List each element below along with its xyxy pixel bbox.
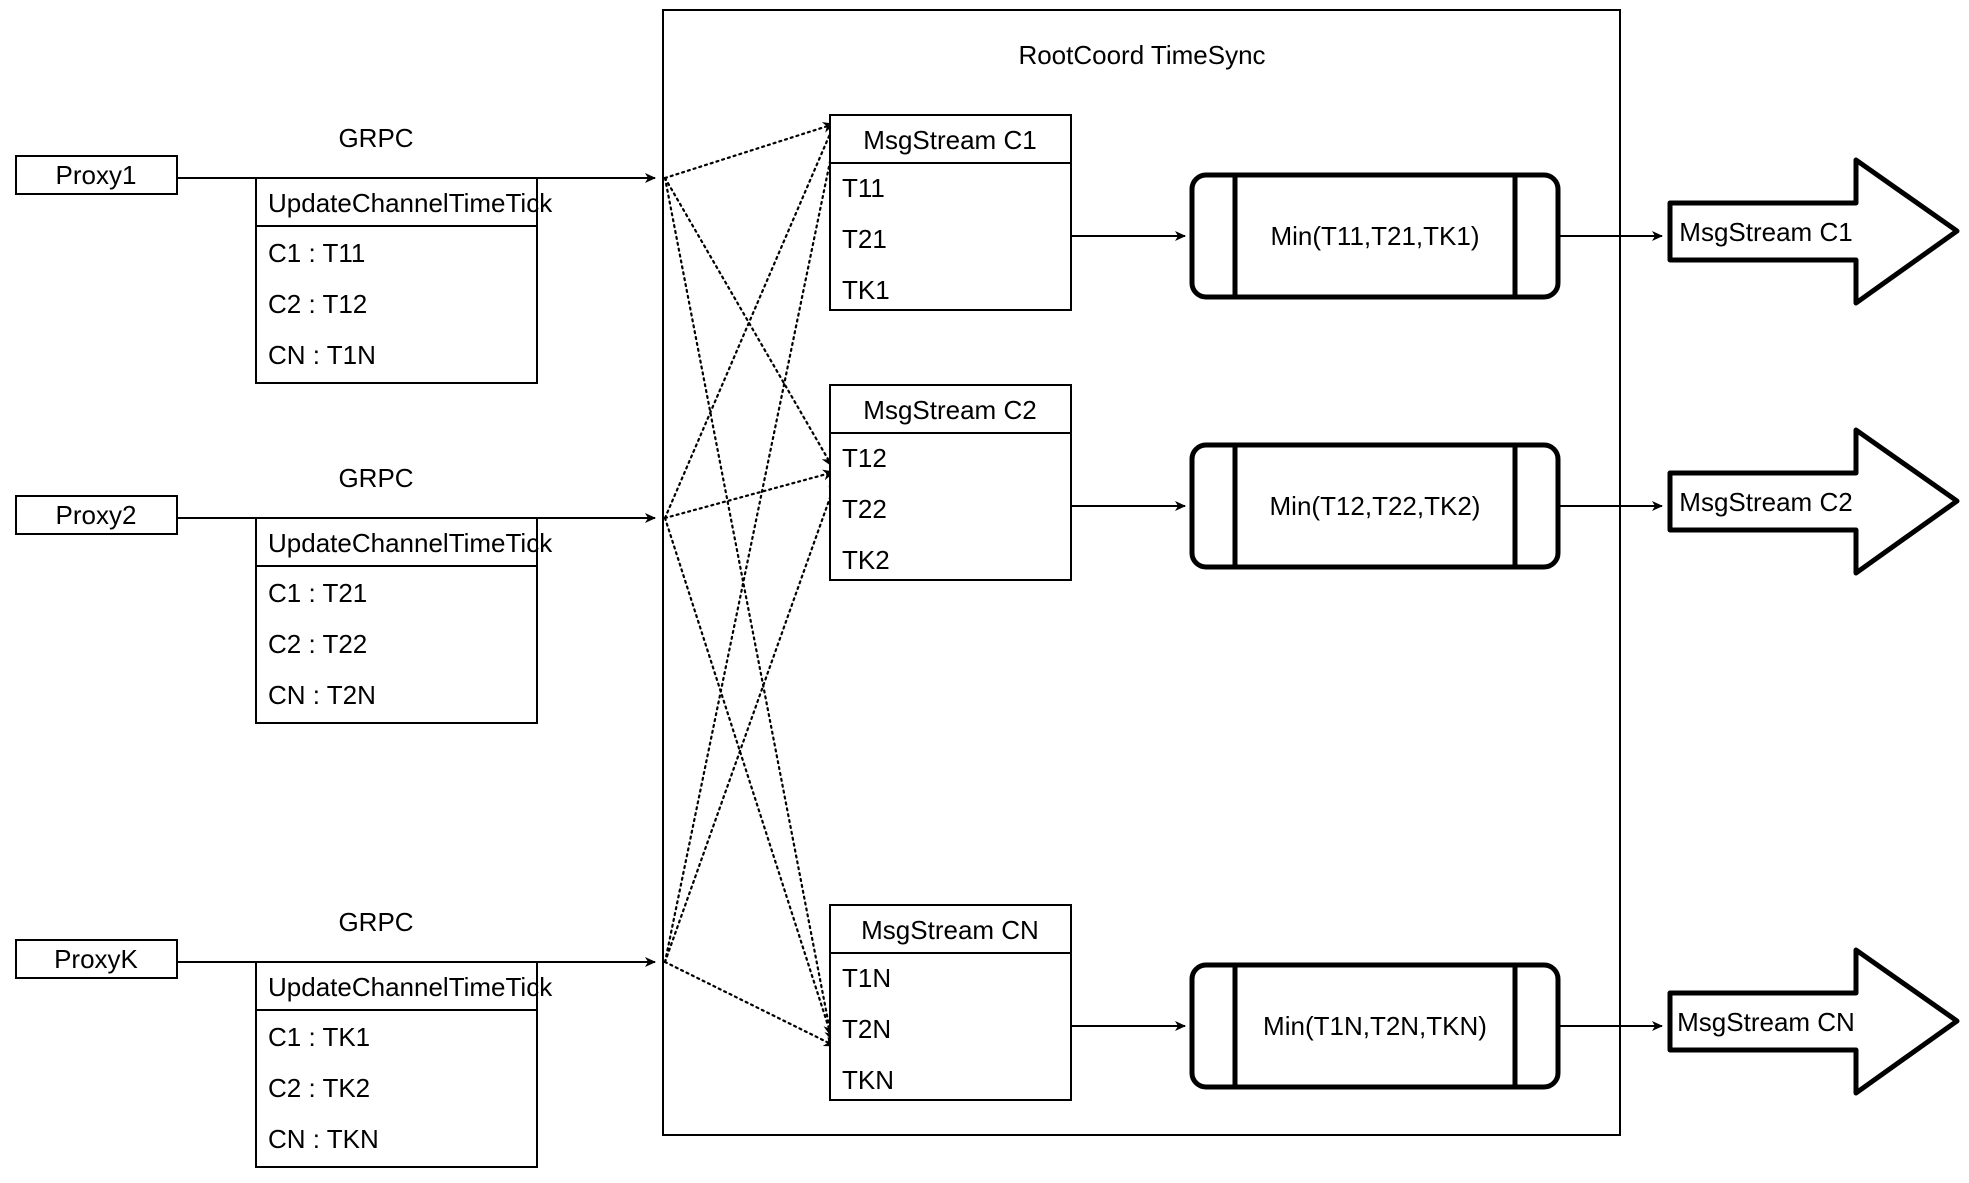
- min-label-2: Min(T12,T22,TK2): [1270, 491, 1481, 521]
- tick-2-2: T22: [842, 494, 887, 524]
- proxy-box-3[interactable]: ProxyK: [15, 939, 178, 979]
- dispatch-edge-p1-c1: [663, 122, 836, 180]
- dispatch-edge-p2-c1: [663, 118, 838, 520]
- rpc-title-2: UpdateChannelTimeTick: [268, 528, 553, 558]
- container-title: RootCoord TimeSync: [1018, 40, 1265, 70]
- min-label-1: Min(T11,T21,TK1): [1270, 221, 1479, 251]
- dispatch-edge-p1-cn: [663, 176, 835, 1038]
- tick-2-1: T12: [842, 443, 887, 473]
- rpc-row-2-3: CN : T2N: [268, 680, 376, 710]
- proxy-label-1: Proxy1: [56, 160, 137, 190]
- output-block-arrow-n: MsgStream CN: [1667, 947, 1960, 1096]
- update-channel-timetick-box-1: UpdateChannelTimeTick C1 : T11 C2 : T12 …: [255, 177, 553, 384]
- tick-2-3: TK2: [842, 545, 890, 575]
- msgstream-title-1: MsgStream C1: [863, 125, 1036, 155]
- output-block-arrow-2: MsgStream C2: [1667, 427, 1960, 576]
- msgstream-title-n: MsgStream CN: [861, 915, 1039, 945]
- output-label-1: MsgStream C1: [1679, 217, 1852, 247]
- tick-1-2: T21: [842, 224, 887, 254]
- grpc-link-label-1: GRPC: [338, 123, 413, 153]
- rpc-row-1-2: C2 : T12: [268, 289, 367, 319]
- rpc-row-3-2: C2 : TK2: [268, 1073, 370, 1103]
- dispatch-edge-pk-cn: [663, 960, 837, 1048]
- proxy-box-1[interactable]: Proxy1: [15, 155, 178, 195]
- proxy-row-1: Proxy1 GRPC UpdateChannelTimeTick C1 : T…: [15, 123, 656, 384]
- output-label-2: MsgStream C2: [1679, 487, 1852, 517]
- channel-group-1: MsgStream C1 T11 T21 TK1 Min(T11,T21,TK1…: [829, 114, 1960, 311]
- channel-group-n: MsgStream CN T1N T2N TKN Min(T1N,T2N,TKN…: [829, 904, 1960, 1101]
- rpc-row-2-1: C1 : T21: [268, 578, 367, 608]
- tick-1-3: TK1: [842, 275, 890, 305]
- min-process-box-n: Min(T1N,T2N,TKN): [1189, 962, 1561, 1090]
- dispatch-edge-p2-c2: [663, 469, 836, 520]
- rpc-row-3-1: C1 : TK1: [268, 1022, 370, 1052]
- timetick-dispatch-mesh: [663, 116, 843, 1048]
- update-channel-timetick-box-3: UpdateChannelTimeTick C1 : TK1 C2 : TK2 …: [255, 961, 553, 1168]
- dispatch-edge-p1-c2: [663, 176, 834, 468]
- tick-n-3: TKN: [842, 1065, 894, 1095]
- rpc-row-1-3: CN : T1N: [268, 340, 376, 370]
- proxy-label-2: Proxy2: [56, 500, 137, 530]
- grpc-link-label-2: GRPC: [338, 463, 413, 493]
- proxy-row-3: ProxyK GRPC UpdateChannelTimeTick C1 : T…: [15, 907, 656, 1168]
- rpc-row-3-3: CN : TKN: [268, 1124, 379, 1154]
- update-channel-timetick-box-2: UpdateChannelTimeTick C1 : T21 C2 : T22 …: [255, 517, 553, 724]
- rpc-row-2-2: C2 : T22: [268, 629, 367, 659]
- min-label-n: Min(T1N,T2N,TKN): [1263, 1011, 1487, 1041]
- channel-group-2: MsgStream C2 T12 T22 TK2 Min(T12,T22,TK2…: [829, 384, 1960, 581]
- tick-n-1: T1N: [842, 963, 891, 993]
- msgstream-collector-box-n: MsgStream CN T1N T2N TKN: [829, 904, 1072, 1101]
- min-process-box-1: Min(T11,T21,TK1): [1189, 172, 1561, 300]
- output-label-n: MsgStream CN: [1677, 1007, 1855, 1037]
- proxy-box-2[interactable]: Proxy2: [15, 495, 178, 535]
- tick-1-1: T11: [842, 173, 885, 203]
- dispatch-edge-p2-cn: [663, 516, 835, 1043]
- dispatch-edge-pk-c1: [663, 116, 843, 964]
- proxy-label-3: ProxyK: [54, 944, 138, 974]
- grpc-link-label-3: GRPC: [338, 907, 413, 937]
- msgstream-collector-box-2: MsgStream C2 T12 T22 TK2: [829, 384, 1072, 581]
- rpc-row-1-1: C1 : T11: [268, 238, 365, 268]
- output-block-arrow-1: MsgStream C1: [1667, 157, 1960, 306]
- proxy-row-2: Proxy2 GRPC UpdateChannelTimeTick C1 : T…: [15, 463, 656, 724]
- tick-n-2: T2N: [842, 1014, 891, 1044]
- rpc-title-1: UpdateChannelTimeTick: [268, 188, 553, 218]
- dispatch-edge-pk-c2: [663, 476, 839, 964]
- rpc-title-3: UpdateChannelTimeTick: [268, 972, 553, 1002]
- msgstream-title-2: MsgStream C2: [863, 395, 1036, 425]
- msgstream-collector-box-1: MsgStream C1 T11 T21 TK1: [829, 114, 1072, 311]
- min-process-box-2: Min(T12,T22,TK2): [1189, 442, 1561, 570]
